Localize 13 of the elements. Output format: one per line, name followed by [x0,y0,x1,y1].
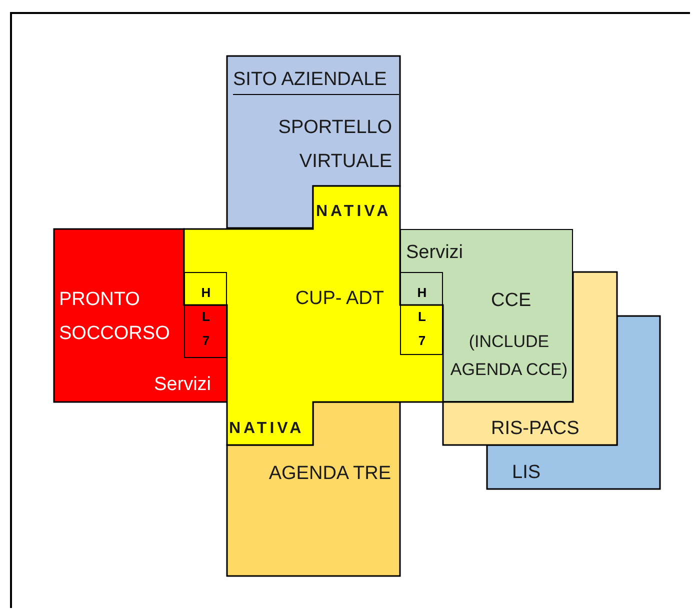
interface-box [400,272,443,355]
box-label: H L 7 [416,284,428,350]
box-label: CUP- ADT [294,287,384,311]
box-label: Servizi [406,241,464,265]
box-label: SITO AZIENDALE [233,66,399,95]
box-label: RIS-PACS [491,417,580,441]
box-label: AGENDA TRE [268,462,391,486]
heading-label: NATIVA [316,202,392,222]
box-label: LIS [512,461,542,485]
box-label: (INCLUDE AGENDA CCE) [449,331,569,381]
heading-label: NATIVA [229,419,306,439]
box-label: CCE [491,289,532,313]
box-label: SPORTELLO VIRTUALE [277,116,392,174]
